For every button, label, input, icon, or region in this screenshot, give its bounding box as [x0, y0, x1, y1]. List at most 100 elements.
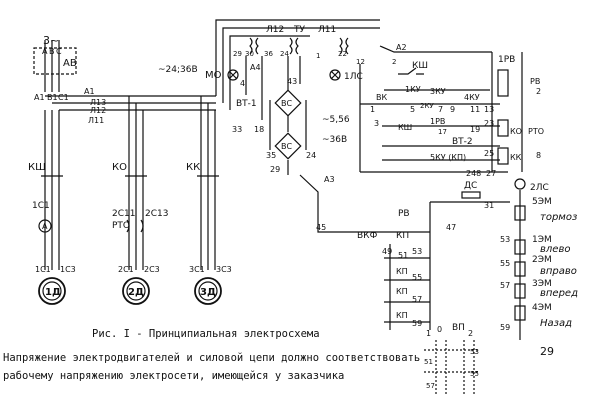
motor-1d-inner — [42, 281, 62, 301]
motor-1-wires — [44, 110, 60, 270]
em-1-label: влево — [540, 244, 570, 255]
n53-label: 53 — [412, 247, 422, 256]
vp-n57: 57 — [426, 382, 435, 390]
tap-22: 22 — [338, 50, 347, 58]
control-top-lines — [215, 19, 380, 110]
motor-3d-label: 3Д — [200, 287, 216, 298]
motor-2-wires — [128, 96, 144, 270]
motor-2d-inner — [126, 281, 146, 301]
em-4-label: Назад — [540, 318, 572, 329]
n59a-label: 59 — [412, 319, 422, 328]
n31-label: 31 — [484, 201, 494, 210]
em-2-coil — [514, 261, 526, 277]
em-3-coil — [514, 283, 526, 299]
ko-label: КО — [510, 127, 522, 136]
ksh-contact — [398, 67, 424, 75]
mo-label: МО — [205, 70, 222, 81]
em-5-coil — [514, 205, 526, 221]
node-29-label: 29 — [270, 165, 280, 174]
motor-1d-icon — [38, 277, 66, 305]
a3-label: A3 — [324, 175, 335, 184]
vp-2-label: 2 — [468, 329, 473, 338]
k1-label: 1КУ — [405, 85, 421, 94]
rv2-label: 1РВ — [498, 55, 515, 65]
bridge-1-icon — [274, 89, 302, 117]
lamp-1ls-cross — [330, 70, 340, 80]
motor-3d-inner — [198, 281, 218, 301]
em-5-code: 5ЭМ — [532, 197, 552, 207]
tap-1: 1 — [316, 52, 320, 60]
rv-label: РВ — [530, 77, 540, 86]
relay-ko-coil — [497, 119, 509, 137]
n25-label: 25 — [484, 149, 494, 158]
em-2-label: вправо — [540, 266, 577, 277]
a4-label: A4 — [250, 63, 261, 72]
em-1-code: 1ЭМ — [532, 235, 552, 245]
kp2-label: КП — [396, 267, 408, 276]
vp-0-label: 0 — [437, 325, 442, 334]
kk-label: КК — [510, 153, 522, 162]
n45-label: 45 — [316, 223, 326, 232]
tap-2: 2 — [392, 58, 396, 66]
tap-24: 24 — [280, 50, 289, 58]
relay-kk-coil — [497, 147, 509, 165]
n13-label: 13 — [484, 105, 494, 114]
motor-2d-icon — [122, 277, 150, 305]
vp-1-label: 1 — [426, 329, 431, 338]
em-4-coil — [514, 305, 526, 321]
n8-label: 8 — [536, 151, 541, 160]
n29-lower-label: 29 — [540, 345, 554, 358]
lamp-1ls-label: 1ЛС — [344, 72, 363, 82]
em-3-label: вперед — [540, 288, 578, 299]
rto-label: РТО — [528, 127, 544, 136]
breaker-box — [33, 47, 77, 75]
rectifier-wires — [269, 56, 319, 220]
em-1-coil — [514, 239, 526, 255]
tap-36: 36 — [264, 50, 273, 58]
node-33-label: 33 — [232, 125, 242, 134]
coil-2c13-label: 2C13 — [145, 209, 168, 219]
m3-c3-label: 3C3 — [216, 265, 232, 274]
bus-l13-label: Л13 — [90, 98, 106, 107]
kp-label: КП — [396, 231, 409, 241]
m1-c1-label: 1C1 — [35, 265, 51, 274]
lamp-1ls-icon — [329, 69, 341, 81]
m2-c1-label: 2C1 — [118, 265, 134, 274]
em-3-code: 3ЭМ — [532, 279, 552, 289]
vp-n55: 55 — [470, 370, 479, 378]
em-4-code: 4ЭМ — [532, 303, 552, 313]
rv-lower-label: РВ — [398, 209, 410, 219]
a2-label: A2 — [396, 43, 407, 52]
node-18-label: 18 — [254, 125, 264, 134]
rect-v2-label: ~36В — [322, 135, 347, 145]
ladder-left-rail — [359, 64, 508, 173]
phase-wires — [44, 40, 60, 92]
contactor-ko-label: КО — [112, 162, 127, 173]
a2-wire — [379, 45, 492, 53]
vt1-wires — [245, 56, 263, 120]
n59-right: 59 — [500, 323, 510, 332]
caption-line-1: Напряжение электродвигателей и силовой ц… — [3, 352, 421, 364]
motor-3d-icon — [194, 277, 222, 305]
n248-label: 248 — [466, 169, 481, 178]
relay-rto-label: РТО — [112, 221, 130, 231]
bus-l11-label: Л11 — [88, 116, 104, 125]
motor-1d-label: 1Д — [45, 287, 61, 298]
node-24b-label: 24 — [306, 151, 316, 160]
supply-phase-label: 3~ — [43, 34, 59, 47]
ds-label: ДС — [464, 181, 477, 191]
n53-right: 53 — [500, 235, 510, 244]
top-tu-label: ТУ — [293, 25, 305, 35]
n47-label: 47 — [446, 223, 456, 232]
motor-2d-label: 2Д — [128, 287, 144, 298]
n27-label: 27 — [486, 169, 496, 178]
node-4-label: 4 — [240, 79, 245, 88]
ammeter-label: A — [42, 222, 48, 231]
m3-c1-label: 3C1 — [189, 265, 205, 274]
vp-n51: 51 — [424, 358, 433, 366]
contactor-ksh-label: КШ — [28, 162, 46, 173]
rect-v-label: ~5,56 — [322, 115, 350, 125]
rv1-label: 1РВ — [430, 117, 445, 126]
bus-a1-label-2: A1 — [84, 87, 95, 96]
m2-c3-label: 2C3 — [144, 265, 160, 274]
